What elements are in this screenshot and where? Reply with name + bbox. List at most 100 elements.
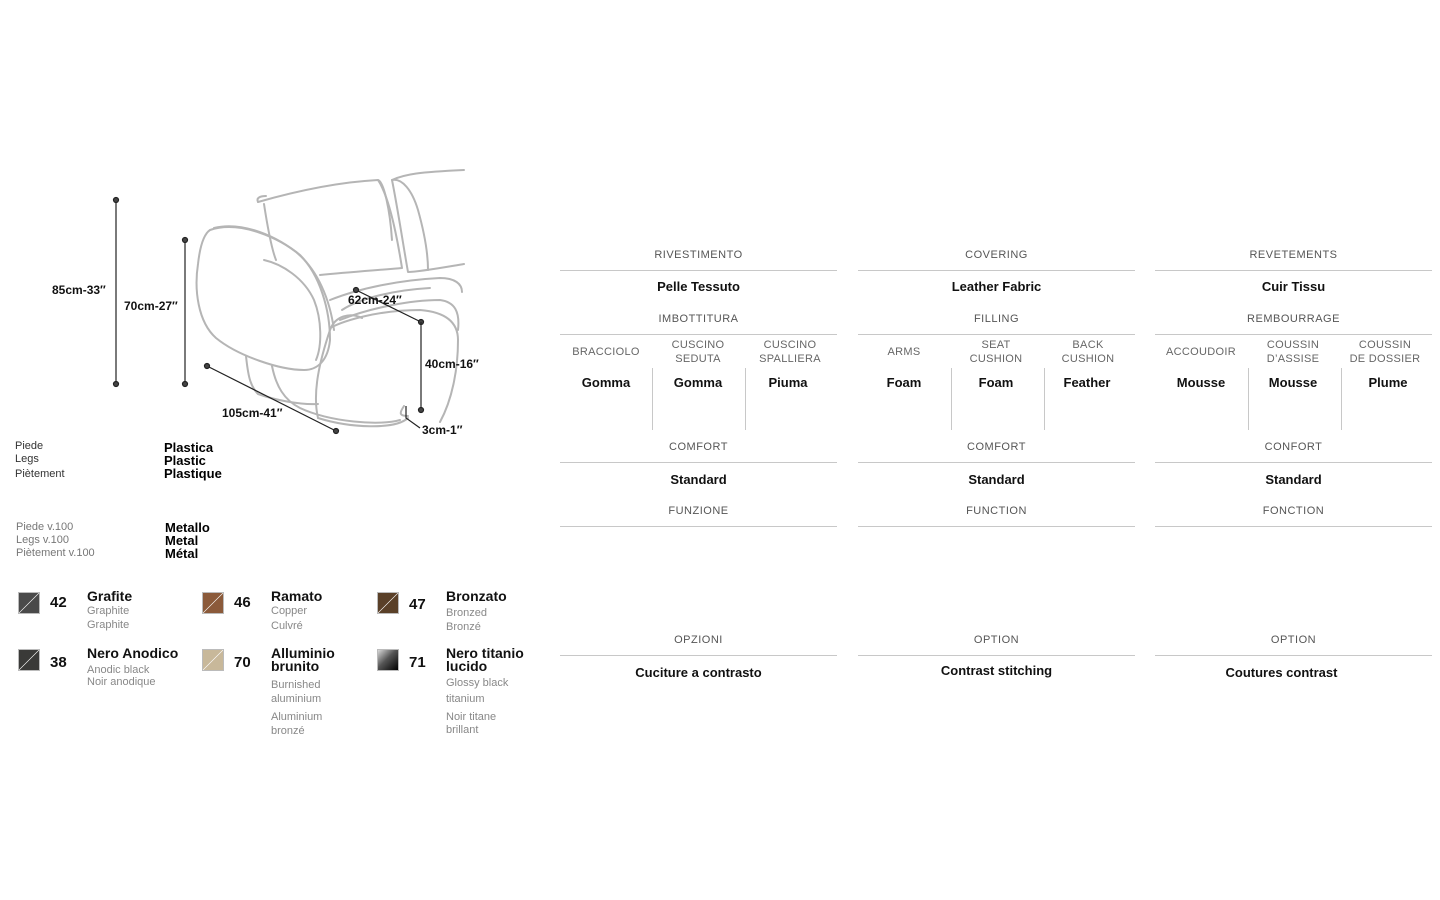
filling-back-value: Plume: [1368, 375, 1408, 390]
divider: [560, 655, 837, 656]
finish-swatch: [377, 592, 399, 614]
divider: [1155, 334, 1432, 335]
divider: [858, 526, 1135, 527]
comfort-value: Standard: [1265, 472, 1322, 487]
option-heading: OPTION: [973, 634, 1020, 646]
sub-heading-line: ACCOUDOIR: [1166, 346, 1236, 358]
dimension-leg-height: 3cm-1″: [422, 423, 463, 437]
option-heading: OPZIONI: [674, 634, 723, 646]
filling-seat-value: Mousse: [1268, 375, 1318, 390]
covering-heading: REVETEMENTS: [1249, 249, 1338, 261]
sub-heading-line: COUSSIN: [1266, 339, 1320, 351]
covering-value: Pelle Tessuto: [657, 279, 740, 294]
dimension-width: 105cm-41″: [222, 406, 283, 420]
comfort-value: Standard: [968, 472, 1025, 487]
finish-name-fr-line2: bronzé: [271, 725, 305, 737]
filling-arms-value: Foam: [886, 375, 922, 390]
legs-label-en: Legs: [15, 453, 39, 465]
legs-v100-value-it: Metallo: [165, 520, 210, 535]
divider: [1155, 655, 1432, 656]
finish-name-fr: Culvré: [271, 620, 303, 632]
column-divider: [1044, 368, 1045, 430]
column-divider: [652, 368, 653, 430]
comfort-heading: COMFORT: [967, 441, 1026, 453]
dimension-arm-height: 70cm-27″: [124, 299, 178, 313]
sub-heading-line: SPALLIERA: [759, 353, 821, 365]
filling-seat-heading: COUSSIN D’ASSISE: [1247, 338, 1339, 366]
finish-code: 71: [409, 654, 426, 671]
finish-name-line2: brunito: [271, 658, 320, 674]
finish-swatch: [18, 649, 40, 671]
covering-heading: RIVESTIMENTO: [654, 249, 743, 261]
spec-column-italian: RIVESTIMENTO Pelle Tessuto IMBOTTITURA B…: [560, 0, 837, 900]
legs-v100-value-fr: Métal: [165, 546, 199, 561]
dimension-total-height: 85cm-33″: [52, 283, 106, 297]
finish-name-fr: Noir anodique: [87, 676, 156, 688]
legs-v100-labels: Piede v.100 Legs v.100 Piètement v.100: [16, 521, 95, 560]
legs-v100-label-it: Piede v.100: [16, 521, 74, 533]
option-value: Coutures contrast: [1225, 665, 1338, 680]
divider: [1155, 270, 1432, 271]
finish-name-line1: Nero titanio: [446, 645, 524, 661]
sub-heading-line: CUSCINO: [671, 339, 725, 351]
finish-swatch: [18, 592, 40, 614]
finish-code: 46: [234, 594, 251, 611]
finish-name: Grafite: [87, 588, 133, 604]
legs-label-fr: Piètement: [15, 468, 65, 480]
filling-seat-value: Foam: [978, 375, 1014, 390]
finish-name-en-line1: Glossy black: [446, 677, 509, 689]
finish-name-fr-line1: Noir titane: [446, 711, 497, 723]
function-heading: FONCTION: [1262, 505, 1325, 517]
column-divider: [745, 368, 746, 430]
divider: [858, 655, 1135, 656]
filling-heading: REMBOURRAGE: [1247, 313, 1340, 325]
finish-code: 38: [50, 654, 67, 671]
finish-name-en-line2: titanium: [446, 693, 485, 705]
sub-heading-line: CUSHION: [1061, 353, 1115, 365]
covering-value: Leather Fabric: [951, 279, 1042, 294]
finish-code: 47: [409, 596, 426, 613]
finish-name-en-line1: Burnished: [271, 679, 321, 691]
finish-name-fr: Graphite: [87, 619, 130, 631]
option-value: Cuciture a contrasto: [635, 665, 762, 680]
covering-heading: COVERING: [965, 249, 1028, 261]
divider: [1155, 526, 1432, 527]
finish-name-en: Bronzed: [446, 607, 487, 619]
sub-heading-line: D’ASSISE: [1266, 353, 1320, 365]
finish-name-fr-line2: brillant: [446, 724, 479, 736]
legs-labels: Piede Legs Piètement: [15, 440, 65, 481]
finish-code: 70: [234, 654, 251, 671]
filling-heading: FILLING: [973, 313, 1020, 325]
finish-code: 42: [50, 594, 67, 611]
spec-column-french: REVETEMENTS Cuir Tissu REMBOURRAGE ACCOU…: [1155, 0, 1432, 900]
finish-swatch: [377, 649, 399, 671]
legs-v100-values: Metallo Metal Métal: [165, 521, 210, 560]
function-heading: FUNZIONE: [668, 505, 729, 517]
comfort-heading: COMFORT: [669, 441, 728, 453]
filling-heading: IMBOTTITURA: [658, 313, 739, 325]
filling-arms-heading: BRACCIOLO: [560, 345, 652, 359]
covering-value: Cuir Tissu: [1261, 279, 1326, 294]
armchair-drawing: [112, 169, 465, 435]
legs-v100-label-en: Legs v.100: [16, 534, 70, 546]
dimension-seat-height: 40cm-16″: [425, 357, 479, 371]
filling-back-value: Feather: [1063, 375, 1111, 390]
legs-value-en: Plastic: [164, 453, 206, 468]
legs-values: Plastica Plastic Plastique: [164, 441, 222, 480]
option-heading: OPTION: [1270, 634, 1317, 646]
legs-v100-value-en: Metal: [165, 533, 199, 548]
divider: [560, 526, 837, 527]
finish-name-fr-line1: Aluminium: [271, 711, 323, 723]
sub-heading-line: BACK: [1072, 339, 1104, 351]
divider: [560, 462, 837, 463]
divider: [858, 270, 1135, 271]
comfort-heading: CONFORT: [1264, 441, 1323, 453]
filling-back-value: Piuma: [768, 375, 808, 390]
finish-swatch: [202, 649, 224, 671]
filling-arms-value: Mousse: [1176, 375, 1226, 390]
legs-value-fr: Plastique: [164, 466, 222, 481]
